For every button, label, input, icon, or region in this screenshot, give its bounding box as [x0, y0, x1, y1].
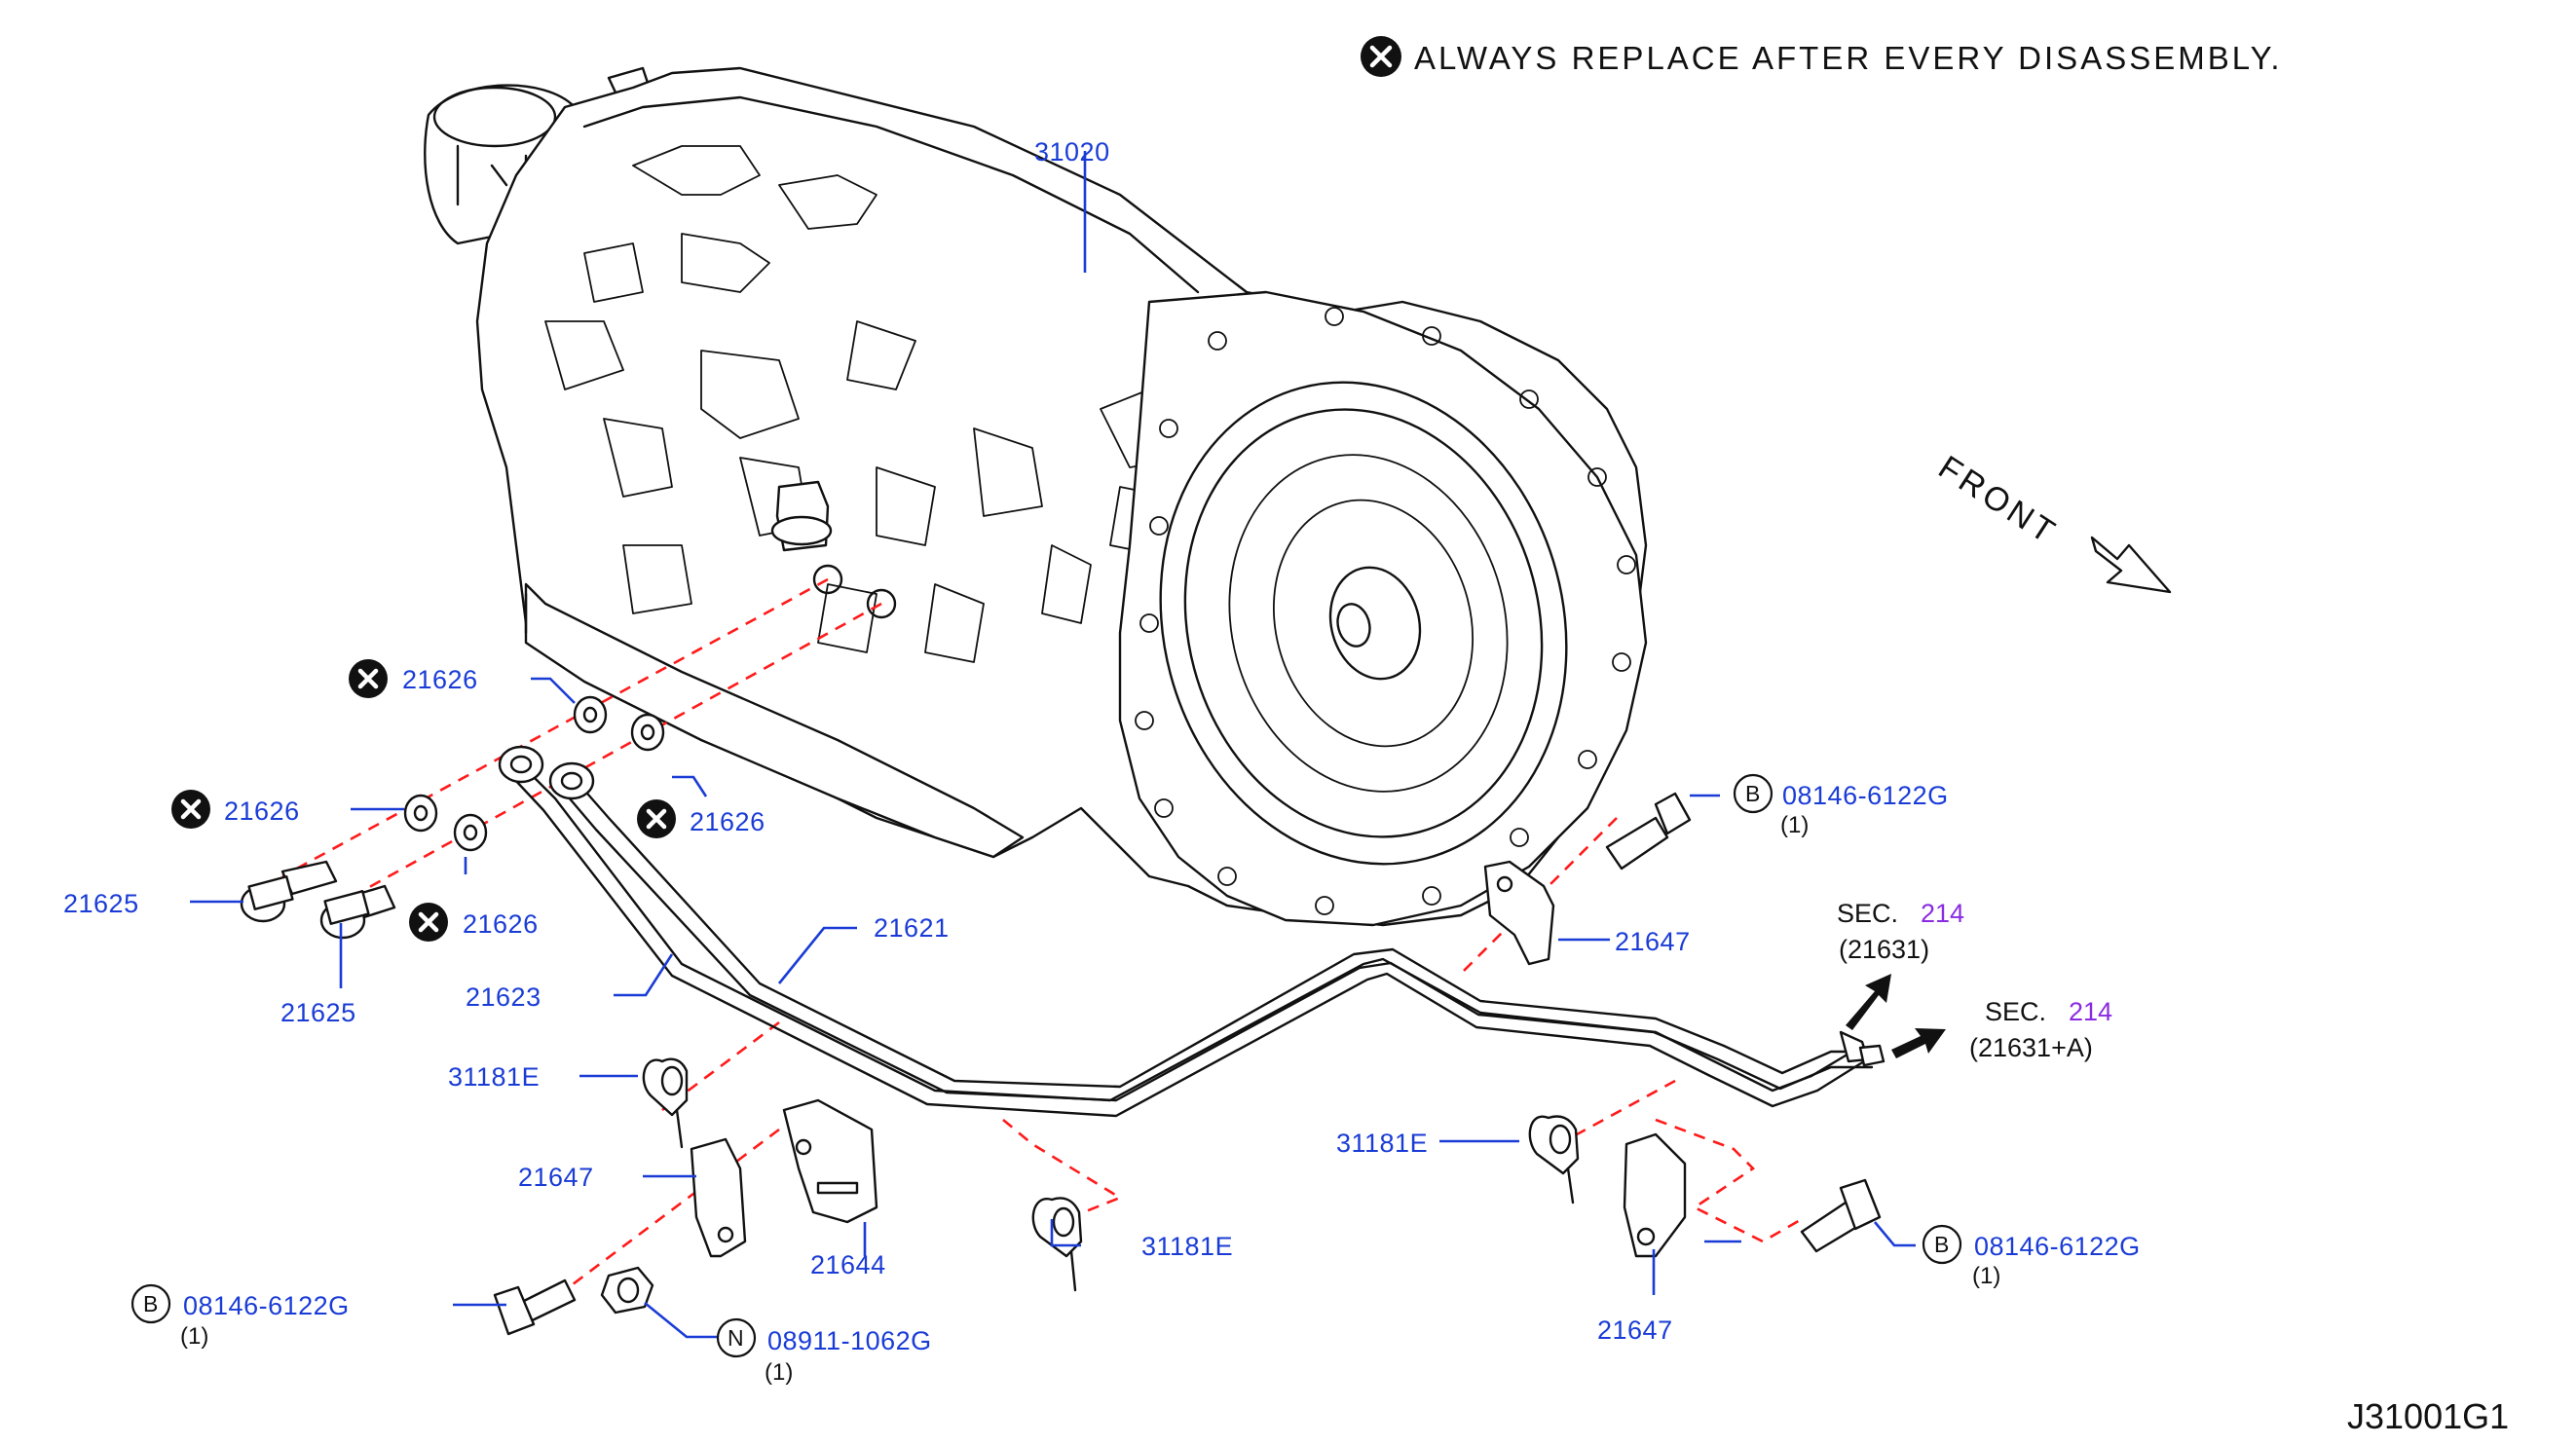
- replace-x-icon: [1361, 36, 1401, 77]
- replace-x-icon: [349, 659, 388, 698]
- label-21623: 21623: [466, 982, 541, 1012]
- bracket-21647-right: [1623, 1132, 1687, 1258]
- nut-08911: [600, 1266, 654, 1315]
- clip-31181e-left: [642, 1057, 689, 1149]
- transmission-assembly: [424, 66, 1648, 927]
- label-31020: 31020: [1034, 137, 1110, 167]
- label-21626-a: 21626: [402, 665, 478, 694]
- svg-text:B: B: [1934, 1232, 1949, 1257]
- label-21647-right: 21647: [1597, 1315, 1673, 1345]
- flange-bolt-top: [1605, 792, 1692, 871]
- banjo-bolt-1: [240, 860, 338, 923]
- front-indicator: FRONT: [1932, 449, 2172, 594]
- qty-08146-right: (1): [1972, 1263, 2000, 1289]
- banjo-bolt-2: [319, 884, 396, 940]
- copper-washers: [403, 695, 665, 852]
- bracket-21644: [782, 1098, 878, 1224]
- sec-lower-prefix: SEC.: [1985, 997, 2046, 1026]
- sec-lower-number: 214: [2069, 997, 2112, 1026]
- svg-text:B: B: [143, 1291, 158, 1316]
- front-label: FRONT: [1932, 449, 2065, 553]
- label-08146-top: 08146-6122G: [1782, 781, 1949, 810]
- replace-x-icon: [637, 799, 676, 838]
- qty-08911: (1): [765, 1359, 793, 1386]
- label-21626-c: 21626: [690, 807, 765, 836]
- diagram-code: J31001G1: [2347, 1396, 2509, 1436]
- front-arrow-icon: [2090, 536, 2172, 594]
- direction-arrow-icon: [1846, 974, 1891, 1030]
- label-21647-top: 21647: [1615, 927, 1691, 956]
- label-08146-right: 08146-6122G: [1974, 1232, 2141, 1261]
- label-31181e-mid: 31181E: [1141, 1232, 1233, 1261]
- replace-x-icon: [409, 903, 448, 942]
- sec-upper-number: 214: [1921, 899, 1964, 928]
- badge-b-left: B: [131, 1283, 171, 1324]
- label-21626-d: 21626: [463, 909, 539, 939]
- part-labels: 31020 21626 21626 21626 21626 21625 2162…: [63, 137, 2509, 1436]
- badge-n: N: [716, 1317, 757, 1358]
- washer-left: [403, 794, 438, 833]
- label-21621: 21621: [874, 913, 950, 943]
- banjo-bolts: [240, 860, 396, 940]
- clip-31181e-mid: [1031, 1197, 1083, 1292]
- label-21625-b: 21625: [280, 998, 356, 1027]
- direction-arrow-icon: [1891, 1028, 1946, 1058]
- svg-text:N: N: [728, 1325, 744, 1351]
- label-08911: 08911-1062G: [767, 1326, 932, 1355]
- label-21647-left: 21647: [518, 1163, 594, 1192]
- label-31181e-right: 31181E: [1336, 1129, 1428, 1158]
- flange-bolt-left: [493, 1278, 577, 1336]
- replace-note: ALWAYS REPLACE AFTER EVERY DISASSEMBLY.: [1361, 36, 2283, 77]
- label-31181e-left: 31181E: [448, 1062, 540, 1092]
- clip-31181e-right: [1528, 1115, 1580, 1204]
- washer-top-left: [573, 695, 608, 734]
- badge-b-right: B: [1922, 1224, 1962, 1265]
- badge-b-top: B: [1733, 773, 1773, 814]
- section-arrows: [1846, 974, 1946, 1058]
- flange-bolt-right: [1800, 1178, 1882, 1253]
- bracket-21647-left: [690, 1137, 747, 1258]
- sec-upper-prefix: SEC.: [1837, 899, 1898, 928]
- leader-lines: [190, 151, 1916, 1339]
- label-08146-left: 08146-6122G: [183, 1291, 350, 1320]
- cooler-tubes: [498, 745, 1885, 1118]
- label-21625-a: 21625: [63, 889, 139, 918]
- qty-08146-top: (1): [1780, 812, 1809, 838]
- label-21626-b: 21626: [224, 797, 300, 826]
- washer-top-right: [630, 713, 665, 752]
- svg-text:B: B: [1745, 781, 1760, 806]
- bracket-21647-top: [1483, 860, 1555, 966]
- qty-08146-left: (1): [180, 1323, 208, 1350]
- washer-right: [453, 813, 488, 852]
- sec-upper-ref: (21631): [1839, 935, 1929, 964]
- replace-x-icon: [171, 790, 210, 829]
- sec-lower-ref: (21631+A): [1969, 1033, 2093, 1062]
- label-21644: 21644: [810, 1250, 886, 1279]
- replace-note-text: ALWAYS REPLACE AFTER EVERY DISASSEMBLY.: [1414, 40, 2283, 76]
